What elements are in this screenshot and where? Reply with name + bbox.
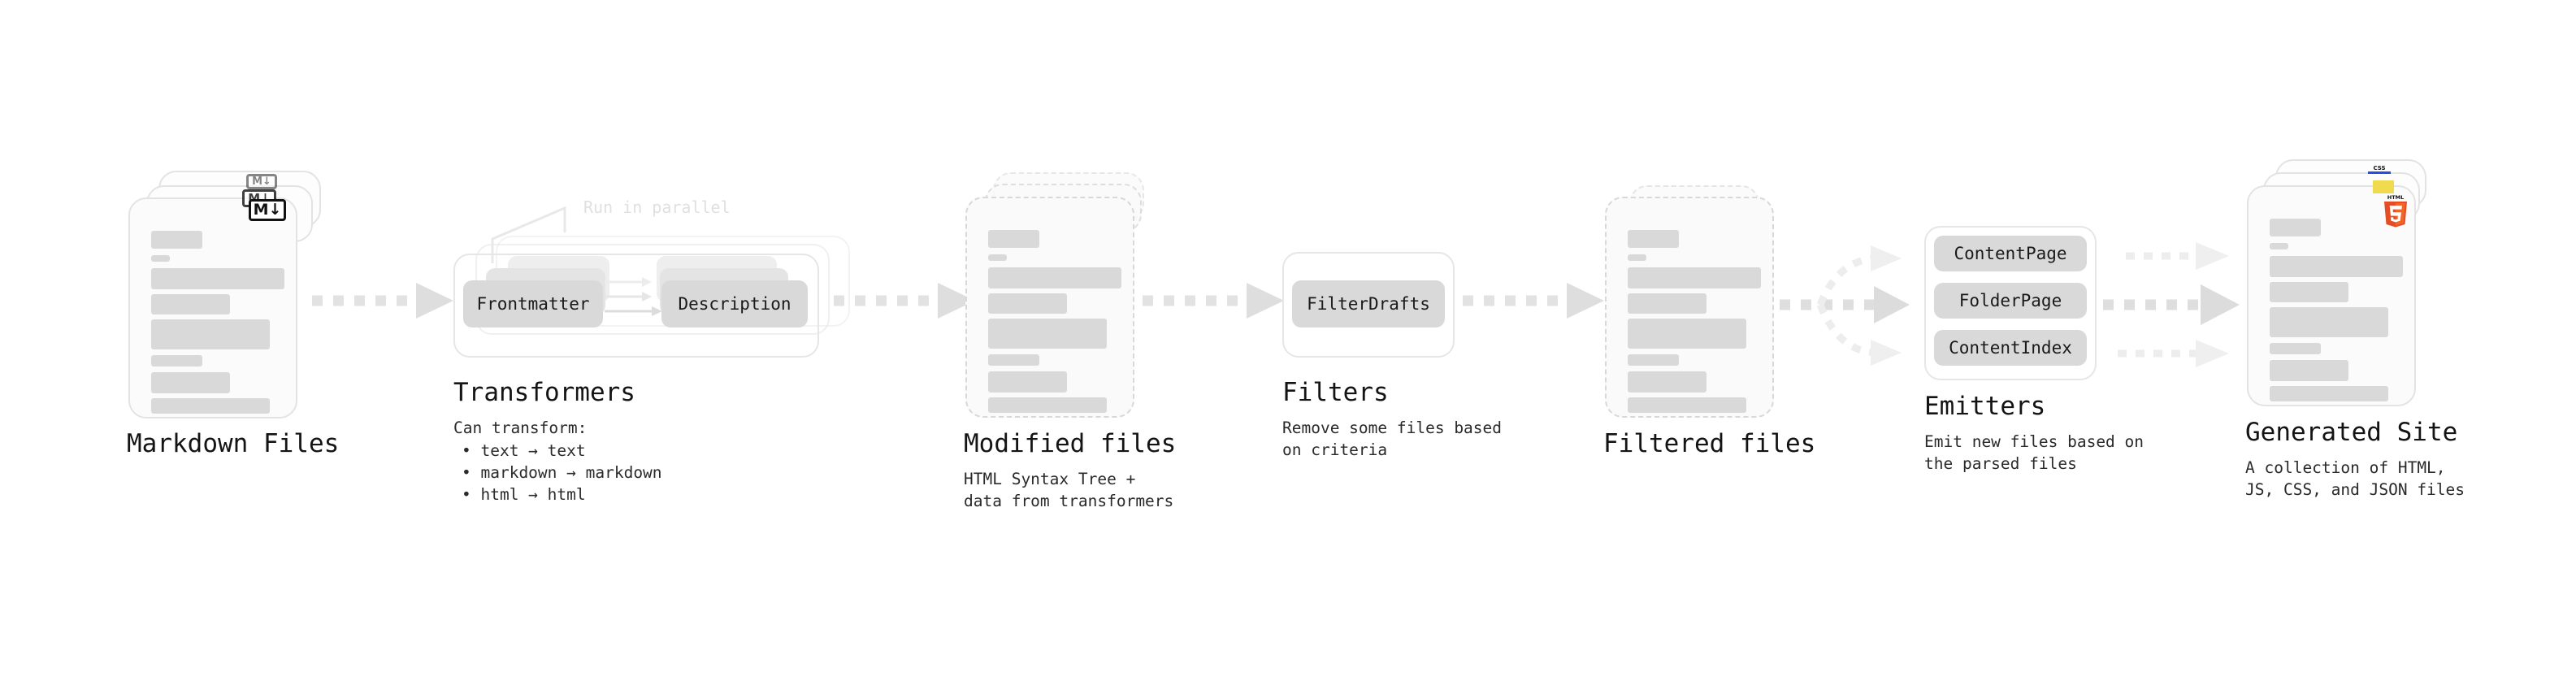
chip-contentindex[interactable]: ContentIndex	[1934, 330, 2087, 366]
connector-filtered-to-emitters-fanout	[1780, 245, 1910, 366]
markdown-badge-icon: M↓	[249, 199, 286, 221]
html5-badge-icon: HTML	[2384, 194, 2407, 228]
svg-text:CSS: CSS	[2373, 165, 2385, 171]
run-in-parallel-bracket-icon	[491, 206, 566, 263]
connector-emitters-to-site-fanin	[2103, 242, 2240, 367]
transformers-bullet-2: • html → html	[462, 485, 586, 504]
run-in-parallel-label: Run in parallel	[583, 197, 731, 217]
stage-title-modified-files: Modified files	[964, 429, 1177, 458]
stage-title-filters: Filters	[1282, 378, 1389, 407]
connector-transformers-to-modified	[834, 283, 975, 319]
stage-title-transformers: Transformers	[453, 378, 635, 407]
stage-title-generated-site: Generated Site	[2245, 418, 2458, 447]
stage-desc-transformers: Can transform:	[453, 419, 588, 437]
chip-folderpage-label: FolderPage	[1958, 291, 2062, 310]
chip-frontmatter-label: Frontmatter	[476, 294, 590, 314]
filtered-card-front	[1605, 197, 1774, 418]
stage-title-filtered-files: Filtered files	[1603, 429, 1816, 458]
chip-filterdrafts-label: FilterDrafts	[1307, 294, 1430, 314]
connector-markdown-to-transformers	[312, 283, 453, 319]
connector-filters-to-filtered	[1463, 283, 1604, 319]
chip-description[interactable]: Description	[661, 280, 808, 327]
chip-description-label: Description	[678, 294, 791, 314]
stage-title-markdown-files: Markdown Files	[127, 429, 340, 458]
chip-contentpage-label: ContentPage	[1954, 244, 2067, 263]
chip-contentpage[interactable]: ContentPage	[1934, 236, 2087, 271]
chip-filterdrafts[interactable]: FilterDrafts	[1292, 280, 1445, 327]
stage-desc-modified-files: HTML Syntax Tree + data from transformer…	[964, 470, 1174, 510]
markdown-badge-label: M↓	[252, 176, 271, 188]
transformers-frame-front	[453, 254, 819, 358]
chip-contentindex-label: ContentIndex	[1949, 338, 2072, 358]
transformers-bullet-1: • markdown → markdown	[462, 463, 662, 482]
markdown-badge-label: M↓	[253, 201, 282, 219]
css-badge-icon: CSS	[2368, 165, 2391, 174]
modified-card-front	[965, 197, 1134, 418]
stage-desc-filters: Remove some files based on criteria	[1282, 419, 1503, 459]
stage-desc-emitters: Emit new files based on the parsed files	[1924, 432, 2144, 473]
svg-text:HTML: HTML	[2387, 194, 2404, 201]
chip-folderpage[interactable]: FolderPage	[1934, 283, 2087, 319]
markdown-card-front	[128, 197, 297, 419]
transformers-bullet-0: • text → text	[462, 441, 586, 460]
transformer-inner-arrows	[605, 277, 662, 316]
chip-frontmatter[interactable]: Frontmatter	[463, 280, 603, 327]
js-badge-icon	[2373, 180, 2394, 193]
stage-title-emitters: Emitters	[1924, 392, 2046, 421]
connector-modified-to-filters	[1143, 283, 1284, 319]
markdown-badge-icon-back-2: M↓	[246, 174, 277, 189]
stage-desc-generated-site: A collection of HTML, JS, CSS, and JSON …	[2245, 458, 2465, 499]
